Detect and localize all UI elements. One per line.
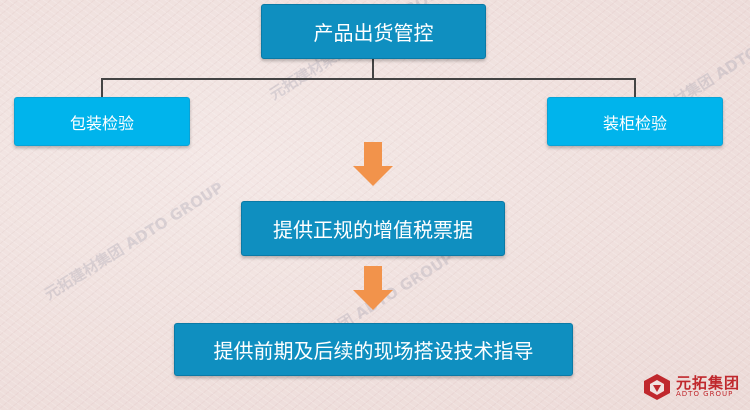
logo-name-cn: 元拓集团 bbox=[675, 374, 740, 392]
node-product-shipment-control: 产品出货管控 bbox=[261, 4, 486, 59]
node-onsite-technical-guidance: 提供前期及后续的现场搭设技术指导 bbox=[174, 323, 573, 376]
adto-logo-icon bbox=[643, 374, 670, 400]
node-packaging-inspection: 包装检验 bbox=[14, 97, 190, 146]
arrow-down-icon bbox=[353, 142, 393, 186]
logo-name-en: ADTO GROUP bbox=[675, 390, 734, 398]
node-label: 提供前期及后续的现场搭设技术指导 bbox=[213, 339, 534, 363]
node-label: 装柜检验 bbox=[602, 113, 667, 133]
arrow-down-icon bbox=[353, 266, 393, 310]
brand-logo: 元拓集团 ADTO GROUP bbox=[642, 372, 740, 402]
node-container-loading-inspection: 装柜检验 bbox=[547, 97, 723, 146]
node-label: 产品出货管控 bbox=[313, 21, 434, 45]
node-label: 提供正规的增值税票据 bbox=[273, 218, 473, 242]
node-label: 包装检验 bbox=[69, 113, 134, 133]
node-vat-invoice: 提供正规的增值税票据 bbox=[241, 201, 505, 256]
